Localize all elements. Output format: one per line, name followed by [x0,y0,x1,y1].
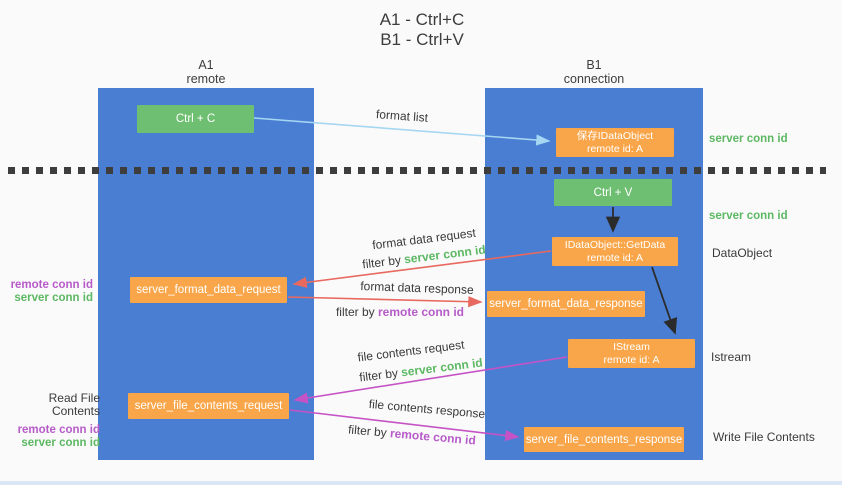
dataobject-label: DataObject [712,246,773,260]
node-server-format-data-request: server_format_data_request [130,277,287,303]
read-server-conn-id: server conn id [21,437,100,449]
node-save-idataobject-line1: 保存IDataObject [576,129,654,142]
section-divider [8,167,826,174]
left-conn-id-group: remote conn id server conn id [0,279,93,305]
node-ctrl-c: Ctrl + C [137,105,254,133]
filter-by-text: filter by [347,422,388,440]
istream-label: Istream [711,350,752,364]
column-header-a1: A1 remote [98,58,314,86]
arrow-format-data-response [287,296,483,308]
edge-label-filter-remote-conn-2: filter by remote conn id [327,421,498,450]
node-ctrl-c-label: Ctrl + C [175,113,216,125]
read-file-contents-label: Read File Contents [48,391,100,418]
column-a1-name: A1 [198,58,214,72]
column-a1-subtitle: remote [186,72,226,86]
node-istream-line2: remote id: A [603,353,660,366]
node-save-idataobject-line2: remote id: A [586,142,644,155]
remote-conn-id-text: remote conn id [378,305,465,319]
write-file-contents-label: Write File Contents [713,430,815,444]
right-server-conn-id-top: server conn id [709,133,788,145]
diagram-title: A1 - Ctrl+C B1 - Ctrl+V [262,10,582,50]
node-idataobject-getdata: IDataObject::GetData remote id: A [552,237,678,266]
right-server-conn-id-mid: server conn id [709,210,788,222]
left-server-conn-id: server conn id [14,292,93,304]
filter-by-text: filter by [361,252,402,272]
filter-by-text: filter by [358,365,399,385]
remote-conn-id-text: remote conn id [389,426,477,448]
node-server-file-contents-request: server_file_contents_request [128,393,289,419]
filter-by-text: filter by [335,305,375,319]
edge-label-format-data-response: format data response [360,279,474,297]
node-file-response-label: server_file_contents_response [525,433,683,446]
edge-label-format-list: format list [375,107,429,125]
node-getdata-line2: remote id: A [586,251,644,264]
read-remote-conn-id: remote conn id [17,424,100,436]
node-istream: IStream remote id: A [568,339,695,368]
column-b1-subtitle: connection [563,72,625,86]
read-file-contents-group: Read File Contents remote conn id server… [0,392,100,450]
node-file-request-label: server_file_contents_request [134,400,283,412]
node-server-format-data-response: server_format_data_response [487,291,645,317]
left-remote-conn-id: remote conn id [10,279,93,291]
node-ctrl-v-label: Ctrl + V [593,186,633,199]
node-save-idataobject: 保存IDataObject remote id: A [556,128,674,157]
edge-label-filter-remote-conn-1: filter by remote conn id [315,305,485,319]
server-conn-id-text: server conn id [400,355,484,380]
node-ctrl-v: Ctrl + V [554,179,672,206]
column-b1-name: B1 [586,58,602,72]
node-getdata-line1: IDataObject::GetData [564,238,666,251]
column-header-b1: B1 connection [485,58,703,86]
bottom-edge [0,481,842,485]
title-line-1: A1 - Ctrl+C [379,10,465,29]
node-format-response-label: server_format_data_response [489,298,643,310]
node-server-file-contents-response: server_file_contents_response [524,427,684,452]
title-line-2: B1 - Ctrl+V [380,30,464,49]
node-istream-line1: IStream [613,340,650,353]
node-format-request-label: server_format_data_request [136,284,281,296]
